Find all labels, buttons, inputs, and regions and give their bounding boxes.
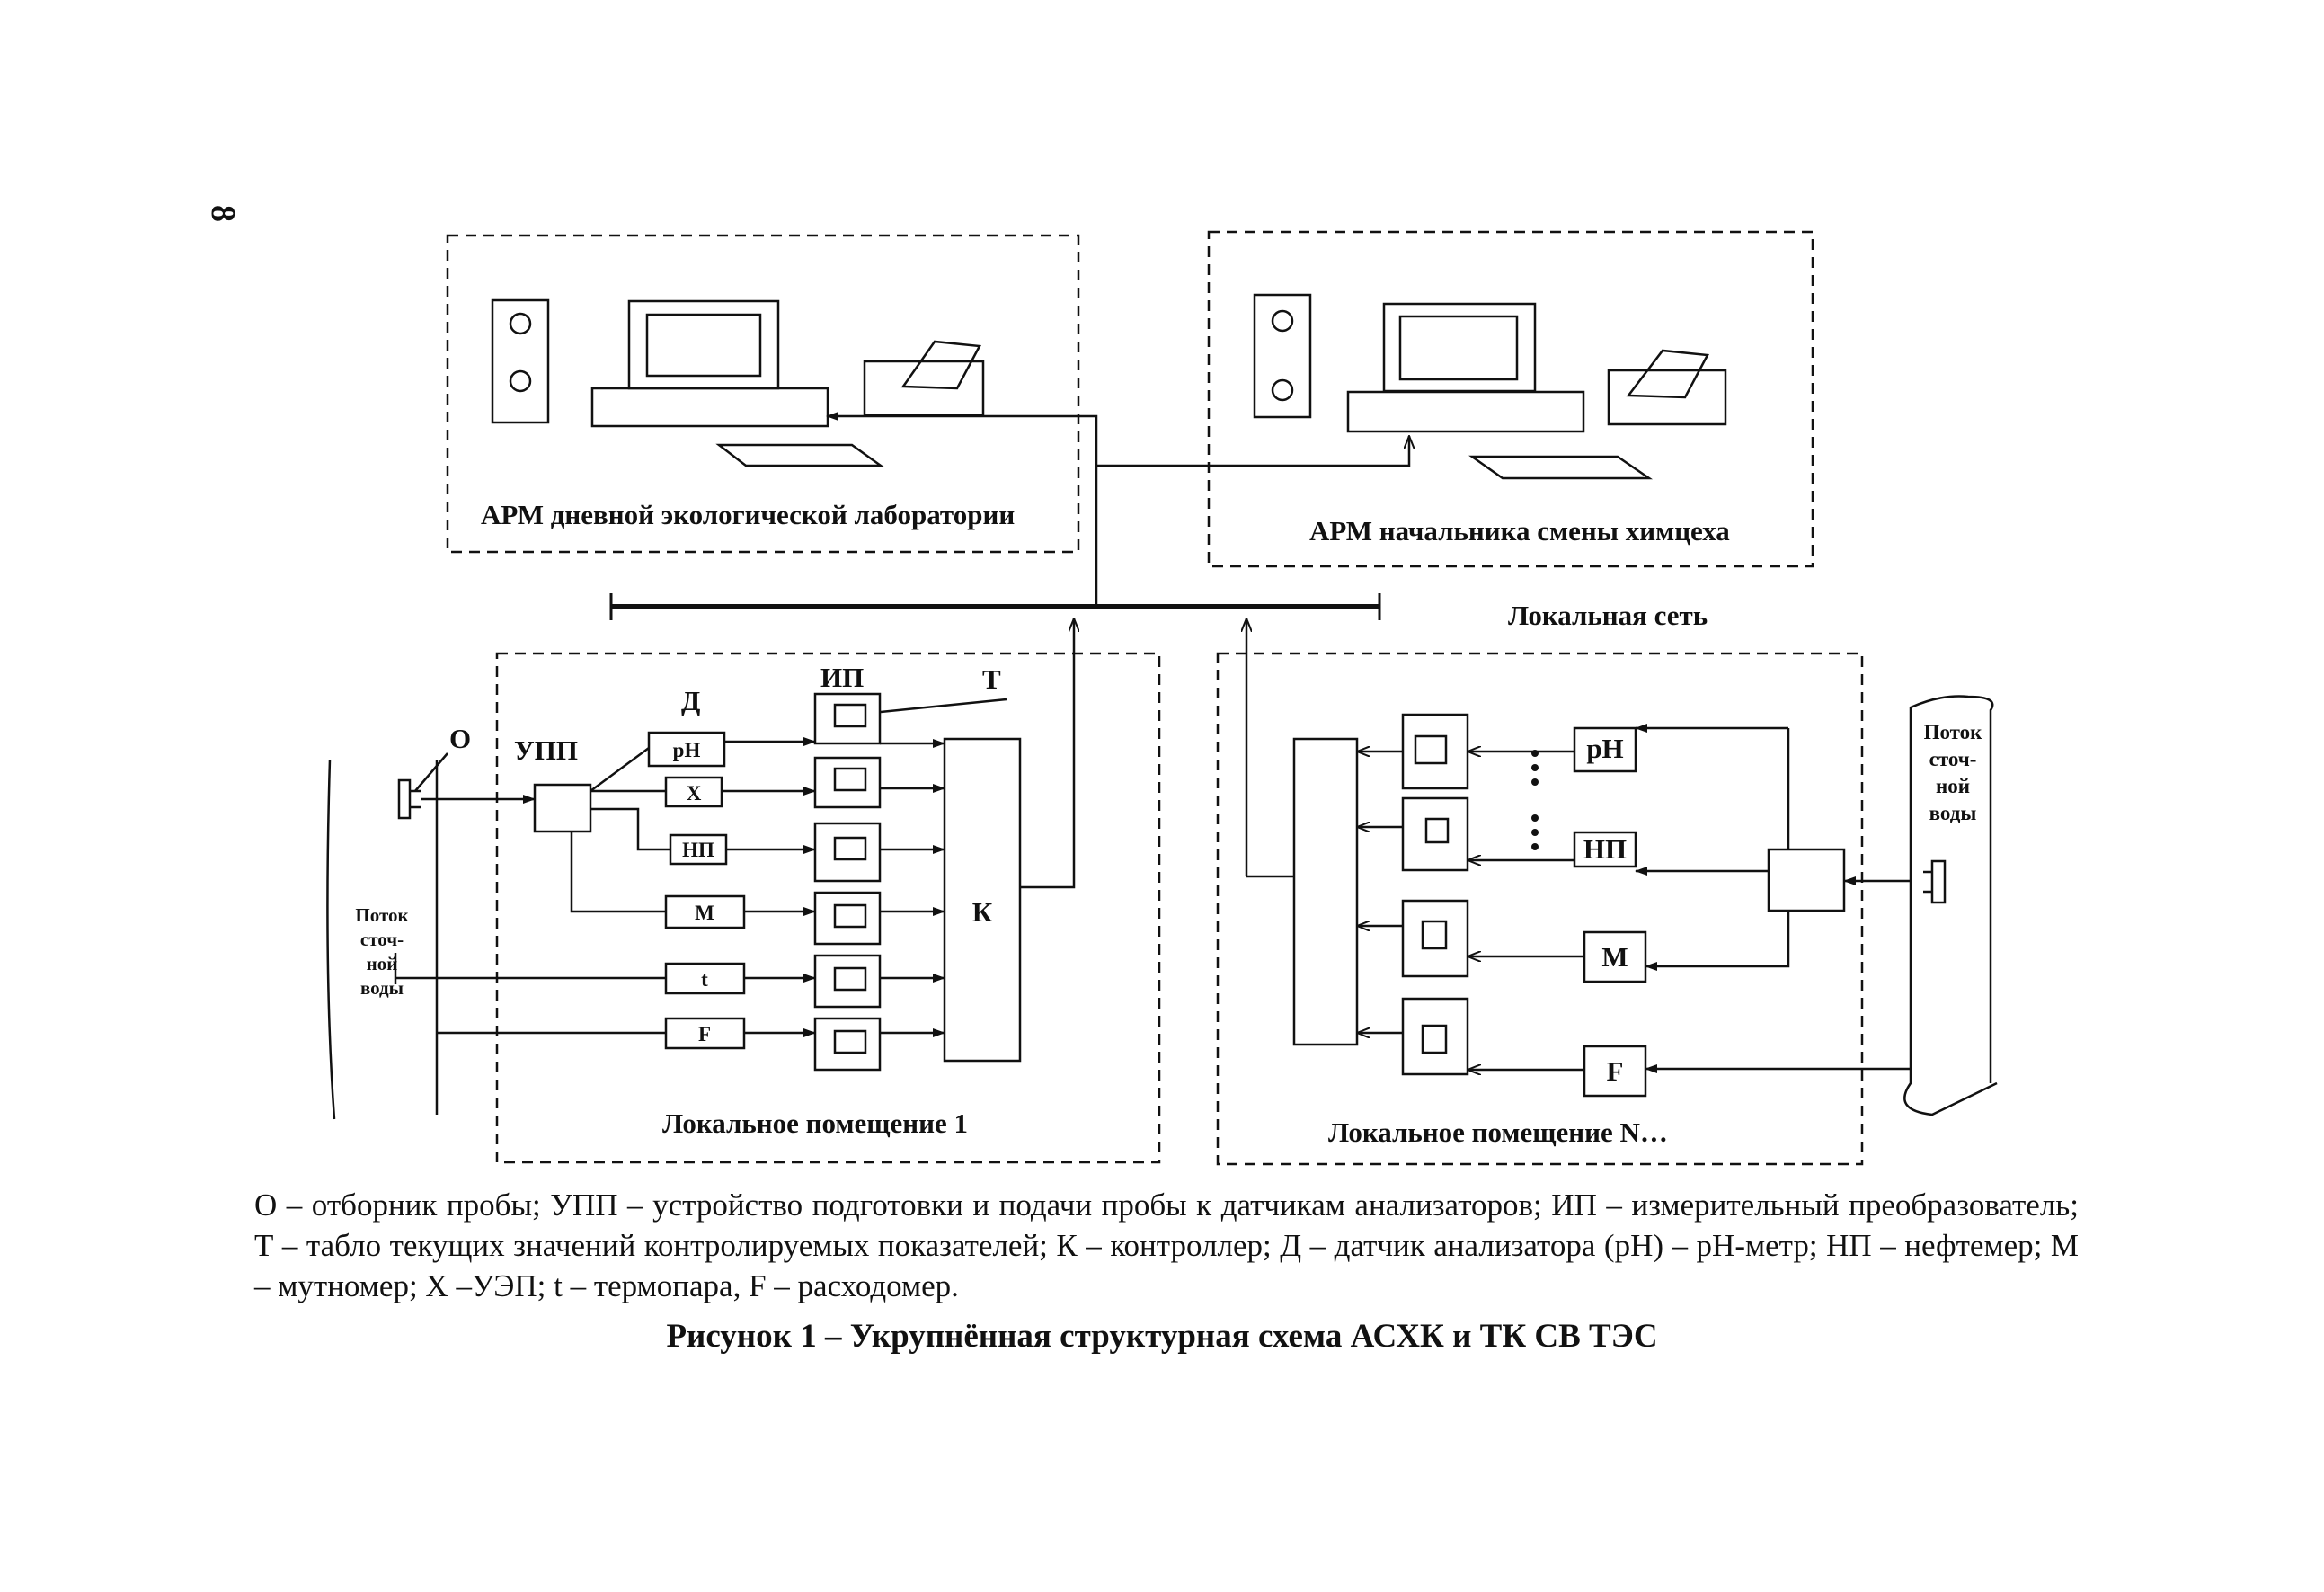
converter-column-n bbox=[1401, 713, 1469, 1076]
sampler-n-icon bbox=[1923, 859, 1947, 904]
computer-icon bbox=[491, 298, 985, 467]
sample-prep-unit-n bbox=[1767, 848, 1846, 912]
svg-text:pH: pH bbox=[673, 739, 701, 761]
stream-label-1: ной bbox=[367, 953, 398, 974]
stream-label-n: сточ- bbox=[1929, 748, 1977, 770]
workstation-shift: АРМ начальника смены химцеха bbox=[1207, 230, 1814, 568]
sample-prep-unit bbox=[533, 783, 592, 833]
converter-group-label: ИП bbox=[820, 662, 864, 693]
room-n-frame bbox=[1216, 652, 1864, 1166]
local-room-1: Поток сточ- ной воды О УПП Д ИП Т bbox=[326, 618, 1161, 1164]
svg-text:F: F bbox=[698, 1023, 711, 1045]
sensor-n-ph bbox=[1573, 726, 1637, 773]
legend: О – отборник пробы; УПП – устройство под… bbox=[254, 1187, 2079, 1303]
svg-text:М: М bbox=[1601, 941, 1628, 973]
computer-icon bbox=[1253, 293, 1727, 480]
page-number: 8 bbox=[204, 205, 242, 222]
prep-unit-label: УПП bbox=[514, 734, 578, 766]
svg-text:F: F bbox=[1607, 1055, 1624, 1087]
svg-text:X: X bbox=[687, 782, 702, 805]
continuation-dots bbox=[1531, 750, 1539, 850]
sampler-icon bbox=[397, 752, 448, 820]
controller-label: К bbox=[972, 896, 993, 928]
controller bbox=[943, 737, 1022, 1063]
local-room-n: pH НП М F bbox=[1216, 618, 1998, 1166]
controller-n bbox=[1292, 737, 1359, 1046]
wastewater-channel-n: Поток сточ- ной воды bbox=[1903, 695, 1998, 1116]
svg-text:pH: pH bbox=[1586, 733, 1623, 764]
room-1-frame bbox=[495, 652, 1161, 1164]
sampler-label: О bbox=[449, 723, 471, 754]
wastewater-channel-1: Поток сточ- ной воды bbox=[326, 759, 439, 1120]
converter-column-1 bbox=[813, 692, 882, 1072]
figure-caption: Рисунок 1 – Укрупнённая структурная схем… bbox=[666, 1318, 1658, 1355]
workstation-lab-label: АРМ дневной экологической лаборатории bbox=[481, 499, 1015, 530]
stream-label-1: воды bbox=[360, 977, 404, 999]
network-label: Локальная сеть bbox=[1508, 600, 1708, 631]
svg-text:М: М bbox=[695, 902, 714, 924]
stream-label-n: воды bbox=[1929, 802, 1977, 824]
svg-text:НП: НП bbox=[1583, 833, 1627, 865]
stream-label-1: Поток bbox=[355, 904, 409, 926]
sensor-group-label: Д bbox=[681, 685, 700, 716]
display-label: Т bbox=[982, 663, 1001, 695]
workstation-shift-frame bbox=[1207, 230, 1814, 568]
svg-text:t: t bbox=[701, 968, 708, 991]
stream-label-n: Поток bbox=[1924, 721, 1983, 743]
svg-text:НП: НП bbox=[682, 839, 714, 861]
room-1-label: Локальное помещение 1 bbox=[662, 1107, 968, 1139]
workstation-shift-label: АРМ начальника смены химцеха bbox=[1309, 515, 1730, 547]
stream-label-1: сточ- bbox=[360, 929, 404, 950]
workstation-lab-frame bbox=[446, 234, 1080, 554]
room-n-label: Локальное помещение N… bbox=[1328, 1116, 1668, 1148]
sensor-n-oil-meter bbox=[1573, 831, 1637, 868]
workstation-lab: АРМ дневной экологической лаборатории bbox=[446, 234, 1080, 554]
local-network: Локальная сеть bbox=[609, 412, 1708, 631]
stream-label-n: ной bbox=[1936, 775, 1970, 797]
